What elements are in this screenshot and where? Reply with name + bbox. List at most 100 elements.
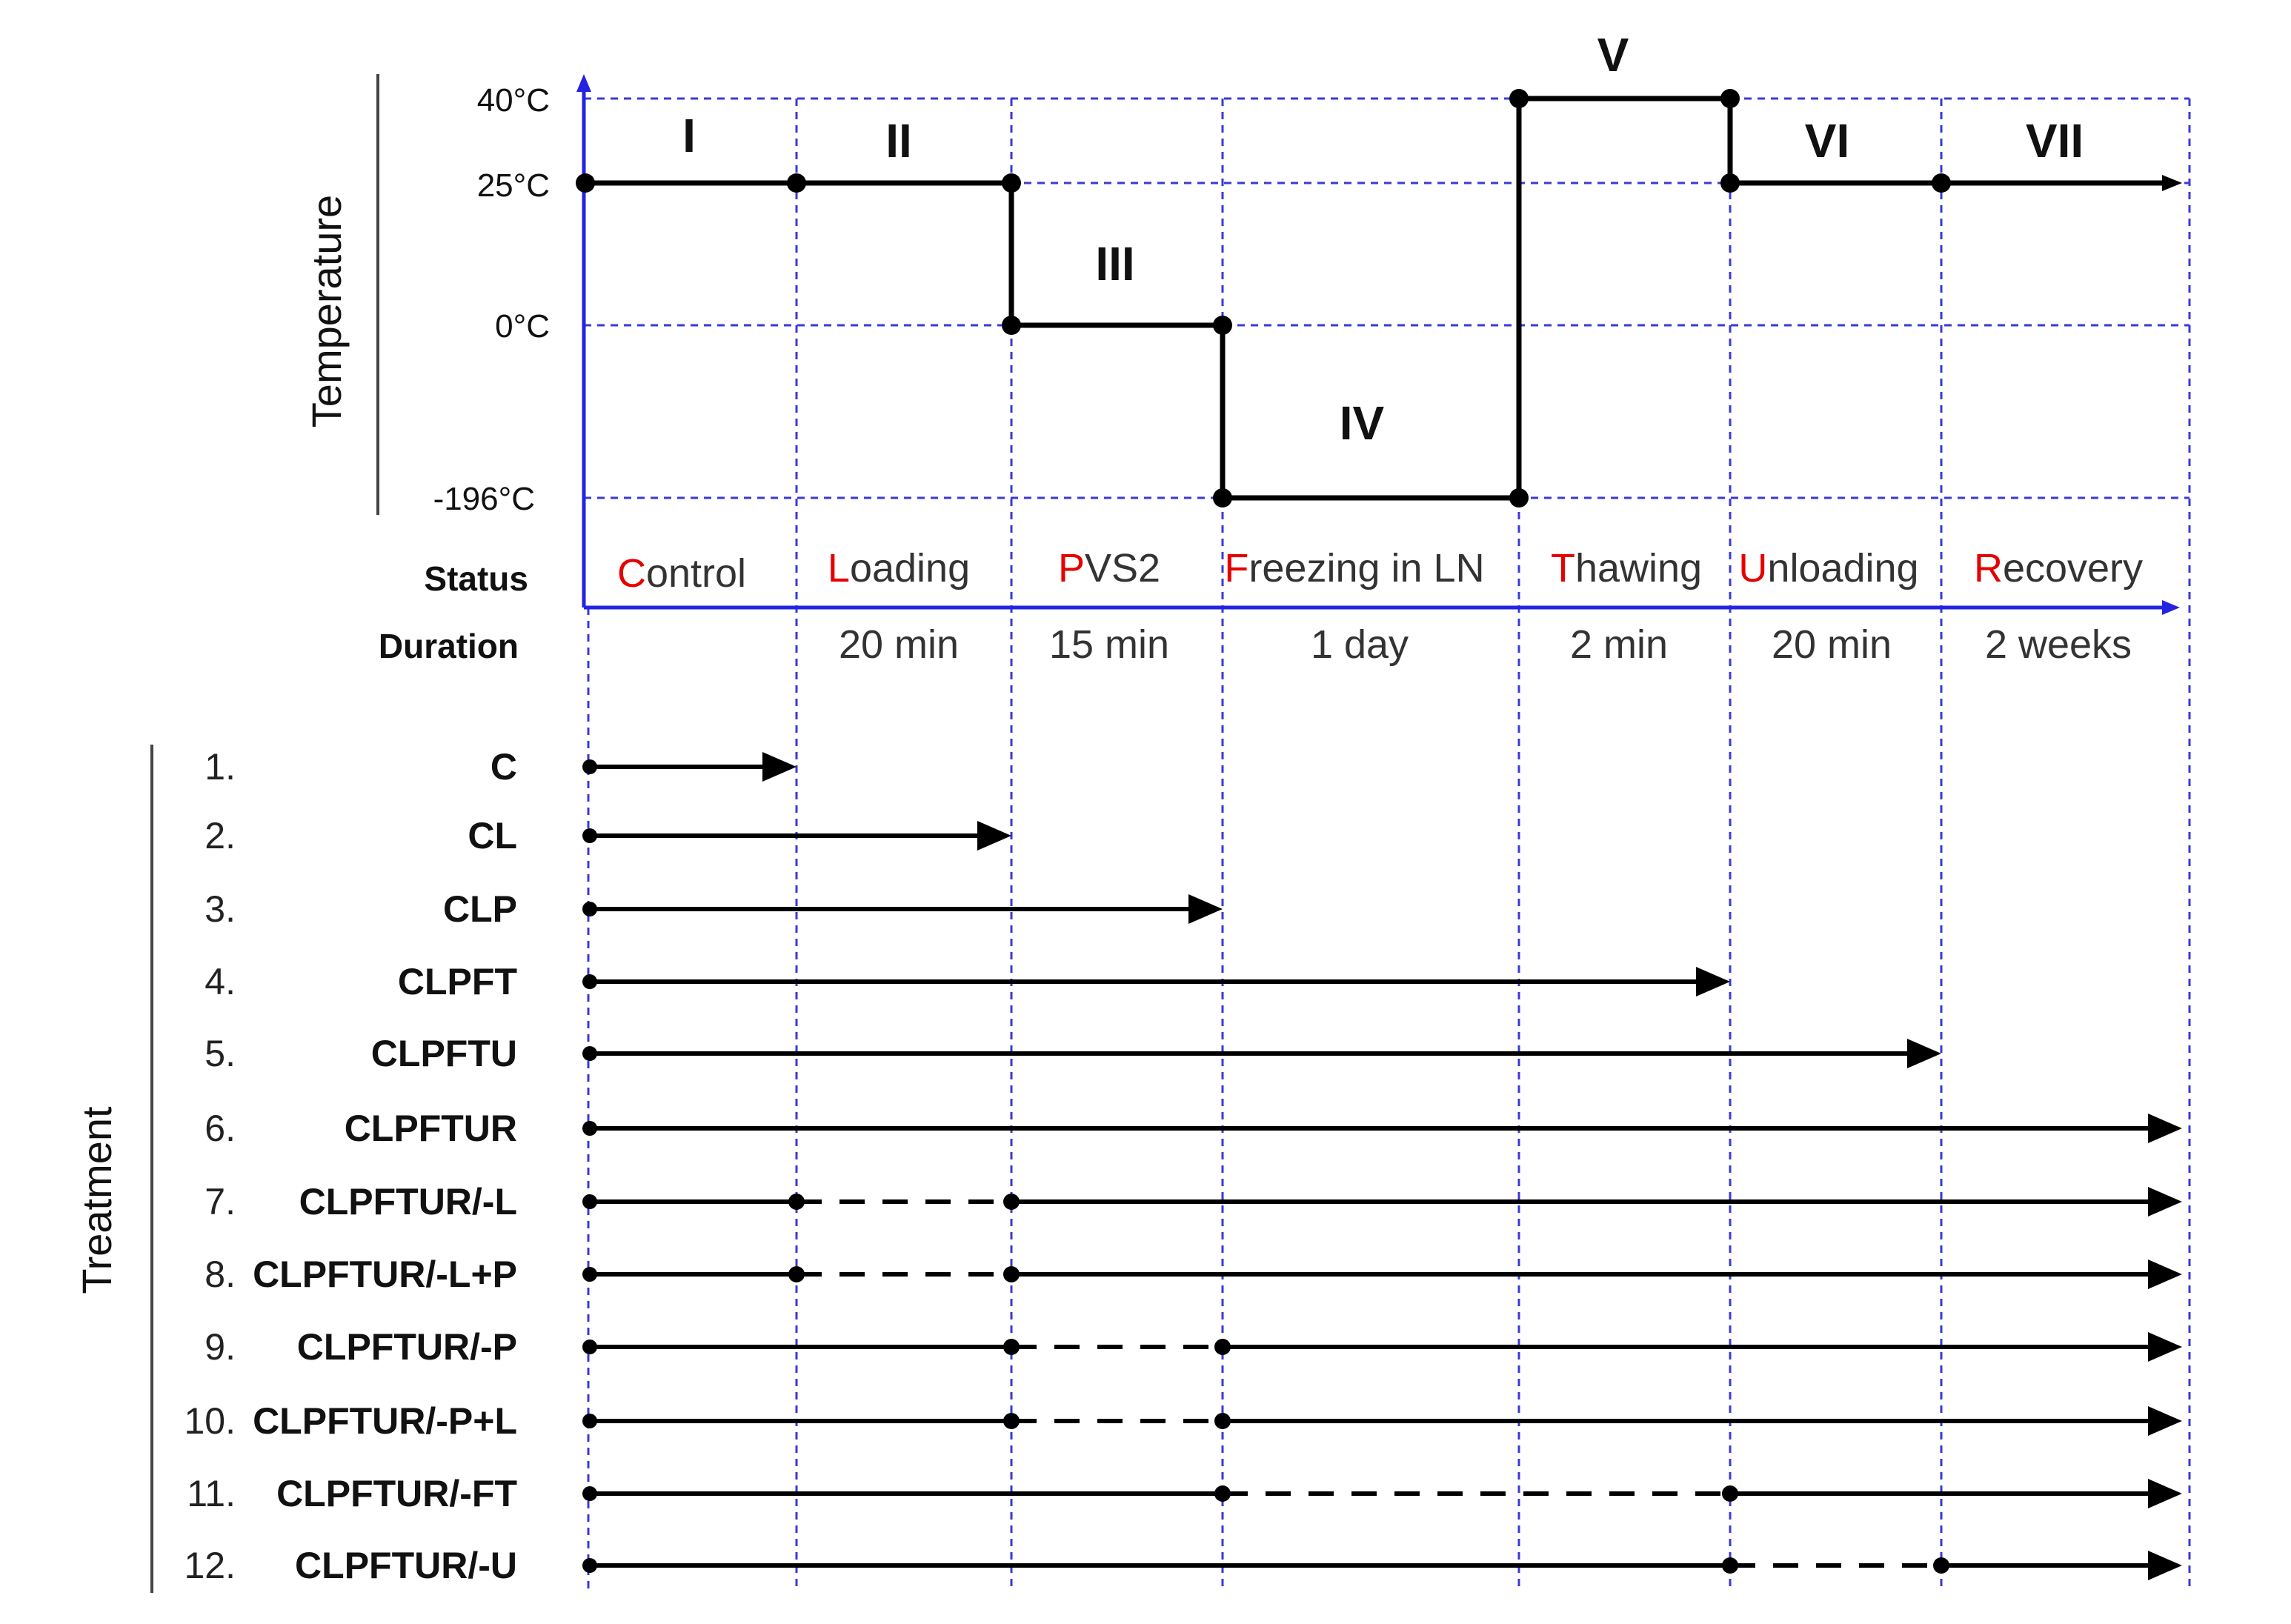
treatment-start-node [582,1486,597,1501]
stage-label-6: VI [1805,114,1849,167]
status-initial: P [1058,546,1085,590]
duration-loading: 20 min [839,622,959,667]
treatment-code: CLPFTU [371,1033,517,1074]
treatment-number: 4. [205,961,236,1002]
status-rest: VS2 [1085,546,1160,590]
treatment-skip-end-node [1003,1266,1020,1282]
profile-node [576,173,595,193]
treatment-axis-title: Treatment [73,1106,120,1294]
duration-pvs2: 15 min [1049,622,1169,667]
status-rest: oading [850,546,970,590]
status-loading: Loading [828,546,970,590]
status-initial: F [1224,546,1248,590]
treatment-start-node [582,1414,597,1428]
treatment-number: 9. [205,1326,236,1368]
status-initial: C [617,551,646,596]
treatment-number: 2. [205,815,236,856]
status-pvs2: PVS2 [1058,546,1160,590]
profile-node [1720,173,1740,193]
status-rest: reezing in LN [1248,546,1484,590]
treatment-row: 12. CLPFTUR/-U [184,1545,2182,1586]
treatment-start-node [582,1046,597,1061]
treatment-start-node [582,759,597,774]
treatment-code: CLP [443,888,517,930]
treatment-code: CLPFTUR/-L [299,1181,517,1222]
treatment-skip-end-node [1933,1557,1949,1574]
treatment-row: 2. CL [205,815,1011,856]
status-rest: nloading [1767,546,1918,590]
stage-label-3: III [1095,237,1134,290]
treatment-skip-end-node [1722,1485,1738,1502]
temperature-profile [576,89,2182,508]
treatment-skip-start-node [1003,1413,1020,1429]
treatment-start-node [582,828,597,843]
treatment-start-node [582,1194,597,1209]
status-recovery: Recovery [1974,546,2143,590]
treatment-code: CLPFT [398,961,517,1002]
treatment-code: CLPFTUR/-U [295,1545,517,1586]
treatment-arrowhead [2148,1479,2182,1508]
profile-node [1509,488,1529,508]
status-rest: ontrol [646,551,746,596]
treatment-row: 7. CLPFTUR/-L [205,1181,2182,1222]
treatment-start-node [582,1267,597,1282]
axes [576,74,2180,615]
treatment-arrowhead [977,821,1011,851]
treatment-arrowhead [1188,894,1223,924]
treatment-code: CLPFTUR/-P+L [253,1400,517,1442]
duration-recovery: 2 weeks [1985,622,2132,667]
treatment-code: CLPFTUR/-P [297,1326,517,1368]
treatment-arrowhead [2148,1187,2182,1217]
treatment-row: 5. CLPFTU [205,1033,1941,1074]
duration-row-header: Duration [379,627,519,665]
duration-freezing: 1 day [1311,622,1409,667]
profile-node [1213,316,1232,335]
treatment-code: CLPFTUR/-L+P [253,1254,517,1295]
treatment-skip-start-node [1003,1339,1020,1355]
status-initial: L [828,546,850,590]
status-rest: hawing [1575,546,1702,590]
treatment-skip-end-node [1214,1339,1231,1355]
status-initial: U [1738,546,1767,590]
status-thawing: Thawing [1551,546,1702,590]
status-freezing: Freezing in LN [1224,546,1484,590]
tick-label-minus-196: -196°C [433,481,535,517]
status-rest: ecovery [2003,546,2143,590]
treatment-row: 4. CLPFT [205,961,1730,1002]
treatment-row: 11.CLPFTUR/-FT [187,1473,2182,1514]
treatment-number: 7. [205,1181,236,1222]
stage-label-5: V [1597,28,1629,81]
treatment-number: 3. [205,888,236,930]
status-unloading: Unloading [1738,546,1918,590]
profile-node [1509,89,1529,108]
treatment-number: 1. [205,746,236,788]
treatment-row: 1. C [205,746,797,788]
treatment-row: 10. CLPFTUR/-P+L [184,1400,2182,1442]
treatment-arrowhead [2148,1332,2182,1362]
profile-node [1932,173,1951,193]
treatment-arrowhead [1696,967,1730,996]
profile-node [787,173,806,193]
treatment-code: C [491,746,517,788]
tick-label-25: 25°C [477,167,550,204]
tick-label-40: 40°C [477,82,550,119]
status-control: Control [617,551,746,596]
stage-label-4: IV [1340,396,1385,450]
treatment-code: CL [468,815,517,856]
treatment-number: 12. [184,1545,236,1586]
duration-unloading: 20 min [1772,622,1892,667]
stage-label-1: I [682,109,696,162]
treatment-code: CLPFTUR [345,1108,517,1149]
grid-lines [584,97,2191,1591]
treatment-row: 9. CLPFTUR/-P [205,1326,2182,1368]
treatment-number: 10. [184,1400,236,1442]
treatment-arrowhead [2148,1406,2182,1436]
treatment-row: 6.CLPFTUR [205,1108,2182,1149]
treatment-arrowhead [2148,1259,2182,1289]
stage-label-7: VII [2026,114,2084,167]
treatment-rows: 1. C 2. CL 3. CLP 4. CLPFT 5. CLPFTU 6.CLPFTUR 7. CL… [184,746,2182,1586]
treatment-number: 5. [205,1033,236,1074]
profile-node [1213,488,1232,508]
treatment-start-node [582,1340,597,1354]
